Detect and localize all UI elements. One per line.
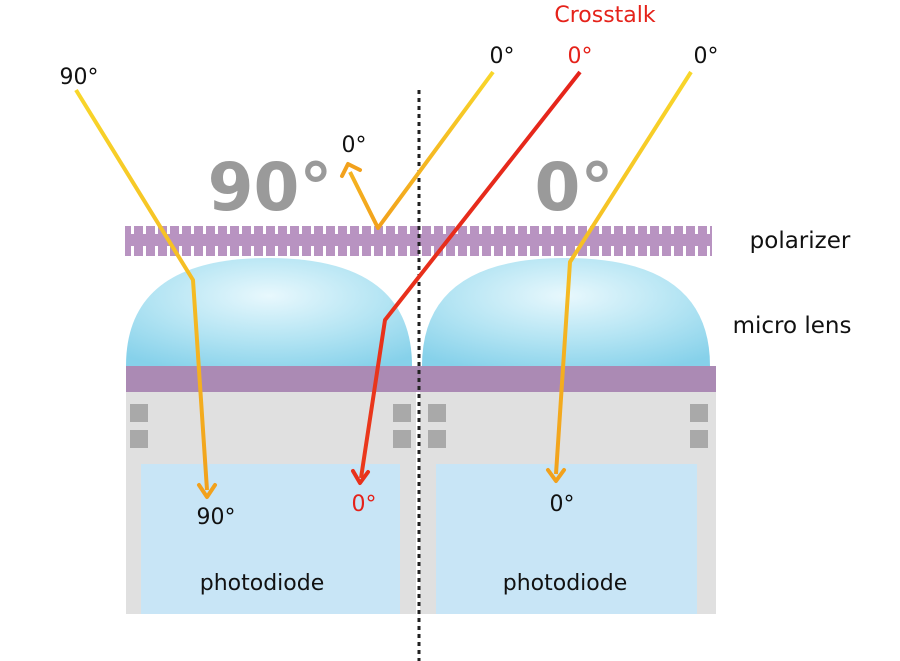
ray-90-detected-label: 90° [197,505,236,530]
micro-lens-label: micro lens [733,313,852,339]
polarizer-label: polarizer [750,228,851,254]
ray-crosstalk-path [359,70,582,479]
ray-crosstalk-incoming-label: 0° [568,44,593,69]
ray-0-reflected-path [348,70,495,230]
ray-0-reflected-label: 0° [342,133,367,158]
pixel-left-polarization-label: 90° [208,149,333,226]
ray-0-path [554,70,693,475]
crosstalk-title: Crosstalk [554,3,656,28]
color-filter-band [126,366,716,392]
photodiode-right-label: photodiode [503,571,628,596]
metal-wiring [130,404,708,448]
ray-0-reflected-incoming-label: 0° [490,44,515,69]
ray-0-detected-label: 0° [550,492,575,517]
photodiode-left [141,464,400,614]
ray-90-path [74,88,209,491]
ray-0-reflected-arrowhead [340,162,362,178]
ray-0-arrowhead [546,468,566,483]
micro-lens-left [126,258,412,366]
ray-crosstalk-detected-label: 0° [352,492,377,517]
ray-90-arrowhead [197,483,217,499]
ray-crosstalk-arrowhead [351,469,370,485]
ray-0-incoming-label: 0° [694,44,719,69]
photodiode-right [436,464,697,614]
ray-90-incoming-label: 90° [60,65,99,90]
photodiode-left-label: photodiode [200,571,325,596]
